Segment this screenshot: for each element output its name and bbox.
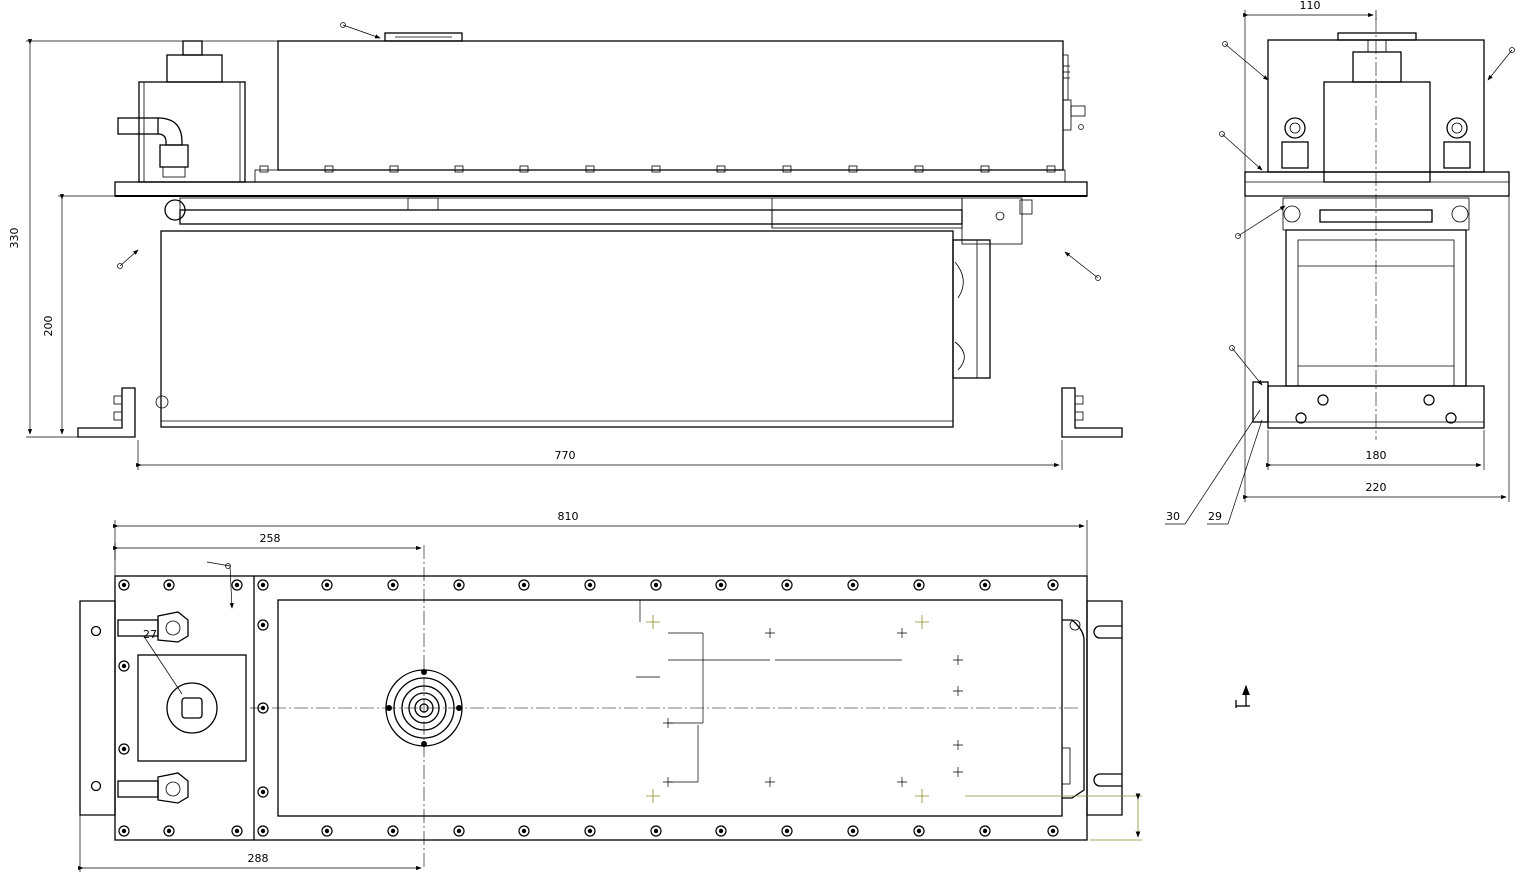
lower-box	[160, 230, 954, 428]
end-flange	[1244, 171, 1510, 197]
dim-overall-height: 330	[8, 228, 21, 249]
foot-right	[1061, 387, 1123, 438]
foot-left	[77, 387, 136, 438]
plan-rail-left	[79, 600, 116, 816]
pump-housing	[138, 81, 246, 183]
dim-pump-offset: 258	[260, 532, 281, 545]
side-view: 330 200 770	[8, 22, 1123, 470]
fill-cap	[384, 32, 463, 42]
dim-overall-width: 220	[1366, 481, 1387, 494]
axis-symbol	[1235, 684, 1250, 708]
dim-plan-length: 810	[558, 510, 579, 523]
end-view: 30 29 110 180 220	[1165, 0, 1515, 525]
dim-length: 770	[555, 449, 576, 462]
plan-plate	[114, 575, 1088, 841]
dim-base-height: 200	[42, 316, 55, 337]
balloon-29: 29	[1208, 510, 1222, 523]
flange-plate	[114, 181, 1088, 197]
dim-top-width: 110	[1300, 0, 1321, 12]
plan-view: 27	[78, 510, 1142, 872]
plan-rail-right	[1086, 600, 1123, 816]
balloon-30: 30	[1166, 510, 1180, 523]
dim-base-width: 180	[1366, 449, 1387, 462]
hole-marks	[646, 615, 963, 803]
flange-nuts	[259, 165, 1056, 173]
tank-body	[277, 40, 1064, 171]
balloon-27: 27	[143, 628, 157, 641]
dim-bracket-offset: 288	[248, 852, 269, 865]
